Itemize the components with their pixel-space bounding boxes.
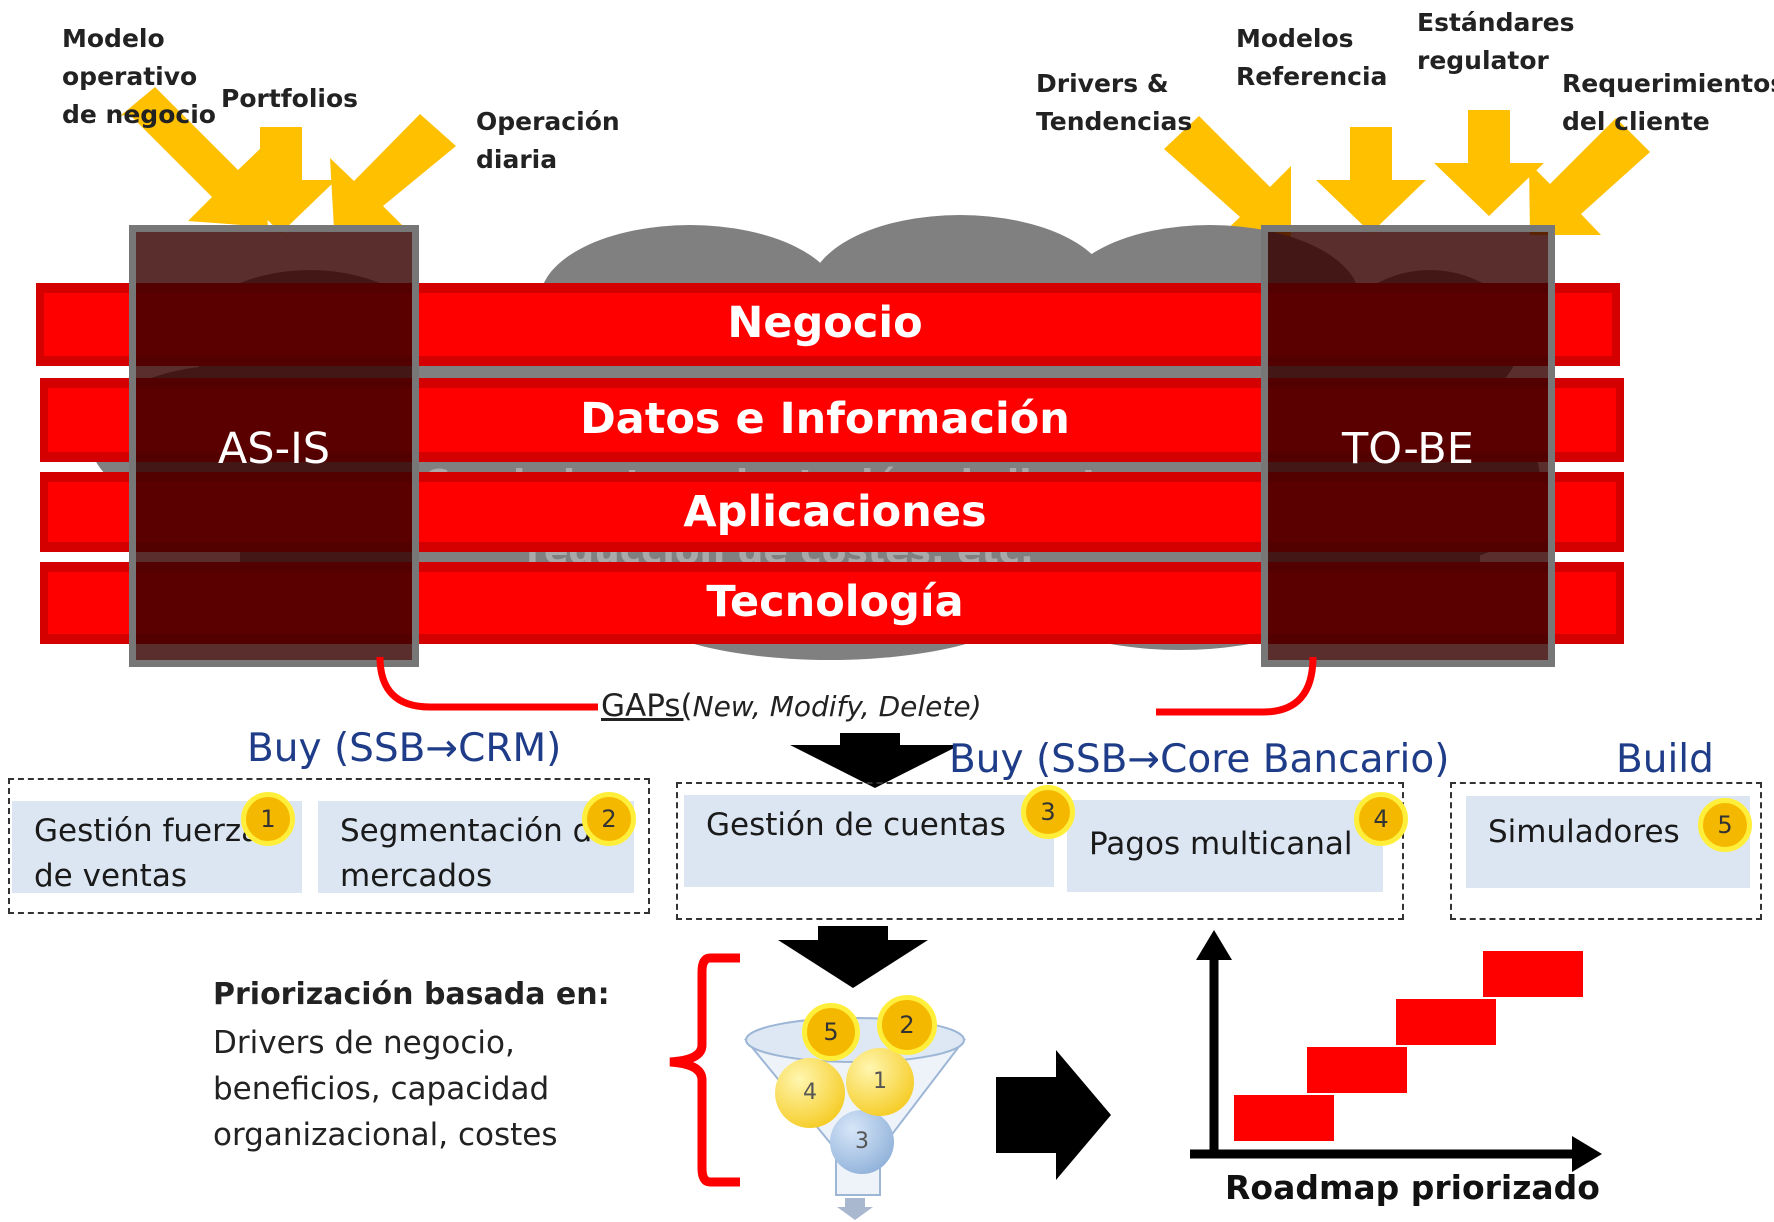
group-box-build <box>1450 782 1762 920</box>
roadmap-label: Roadmap priorizado <box>1225 1168 1600 1207</box>
badge-2: 2 <box>582 792 636 846</box>
group-title-core: Buy (SSB→Core Bancario) <box>949 737 1450 782</box>
roadmap-bar-2 <box>1307 1047 1407 1093</box>
prioritization-body: Drivers de negocio, beneficios, capacida… <box>213 1025 558 1153</box>
badge-5: 5 <box>1698 798 1752 852</box>
group-title-build: Build <box>1616 737 1714 782</box>
item-pagos-multicanal: Pagos multicanal <box>1067 800 1383 892</box>
label-drivers: Drivers & Tendencias <box>1036 69 1193 136</box>
down-arrow-2 <box>778 926 928 988</box>
gaps-label: GAPs(New, Modify, Delete) <box>601 688 982 724</box>
gap-connectors <box>376 656 1317 716</box>
layer-datos: Datos e Información <box>580 394 1070 444</box>
layer-tecnologia: Tecnología <box>706 577 964 627</box>
arrow-requerimientos <box>1529 118 1650 235</box>
badge-3: 3 <box>1021 785 1075 839</box>
group-title-crm: Buy (SSB→CRM) <box>247 726 562 771</box>
to-be-panel <box>1261 225 1555 667</box>
input-arrows <box>120 87 1650 238</box>
label-operacion-diaria: Operación diaria <box>476 107 620 174</box>
to-be-label: TO-BE <box>1342 424 1474 474</box>
prioritization-heading: Priorización basada en: <box>213 977 610 1012</box>
arrow-estandares <box>1434 110 1544 216</box>
item-simuladores: Simuladores <box>1466 796 1750 888</box>
group-box-crm <box>8 778 650 914</box>
roadmap-bar-1 <box>1234 1095 1334 1141</box>
label-modelo-operativo: Modelo operativo de negocio <box>62 24 216 129</box>
layer-aplicaciones: Aplicaciones <box>683 487 987 537</box>
arrow-modelo <box>120 87 268 227</box>
badge-4: 4 <box>1354 792 1408 846</box>
roadmap-bar-3 <box>1396 999 1496 1045</box>
layer-negocio: Negocio <box>727 298 923 348</box>
gaps-detail: New, Modify, Delete) <box>692 690 982 723</box>
funnel-ball-2: 2 <box>877 995 937 1055</box>
roadmap-bar-4 <box>1483 951 1583 997</box>
priority-brace <box>669 953 740 1187</box>
funnel-ball-3: 3 <box>830 1110 894 1174</box>
as-is-label: AS-IS <box>217 424 331 474</box>
badge-1: 1 <box>241 792 295 846</box>
down-arrow-1 <box>790 733 960 788</box>
as-is-panel <box>129 225 419 667</box>
label-modelos: Modelos Referencia <box>1236 24 1388 91</box>
funnel-ball-4: 4 <box>775 1058 845 1128</box>
funnel-ball-5: 5 <box>802 1003 860 1061</box>
label-portfolios: Portfolios <box>221 84 359 113</box>
arrow-modelos <box>1316 127 1426 233</box>
group-box-core <box>676 782 1404 920</box>
label-estandares: Estándares regulator <box>1417 8 1575 75</box>
item-segmentacion: Segmentación de mercados <box>318 801 634 894</box>
arrow-drivers <box>1164 116 1291 238</box>
arrow-operacion <box>330 114 456 229</box>
arrow-portfolios <box>226 127 336 233</box>
right-arrow <box>996 1050 1111 1180</box>
label-requerimientos: Requerimientos del cliente <box>1562 69 1774 136</box>
item-gestion-cuentas: Gestión de cuentas <box>684 795 1054 887</box>
gaps-prefix: GAPs( <box>601 688 693 724</box>
roadmap-chart <box>1190 930 1602 1172</box>
funnel-ball-1: 1 <box>846 1048 914 1116</box>
